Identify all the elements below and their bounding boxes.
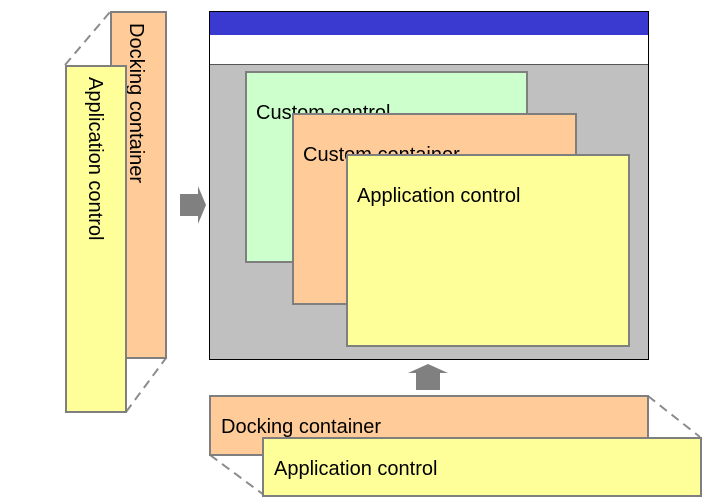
- bottom-application-control-label: Application control: [274, 458, 438, 480]
- window-menu-bar: [210, 35, 648, 65]
- window-application-control: Application control: [346, 154, 630, 347]
- left-docking-container-label: Docking container: [125, 23, 147, 184]
- arrow-up-icon: [408, 364, 448, 390]
- left-application-control-label: Application control: [84, 77, 106, 241]
- window-title-bar: [210, 12, 648, 35]
- bottom-application-control: Application control: [262, 437, 702, 497]
- left-application-control: Application control: [65, 65, 127, 413]
- bottom-docking-container-label: Docking container: [221, 416, 382, 438]
- window-application-control-label: Application control: [357, 185, 521, 207]
- arrow-right-icon: [180, 186, 206, 224]
